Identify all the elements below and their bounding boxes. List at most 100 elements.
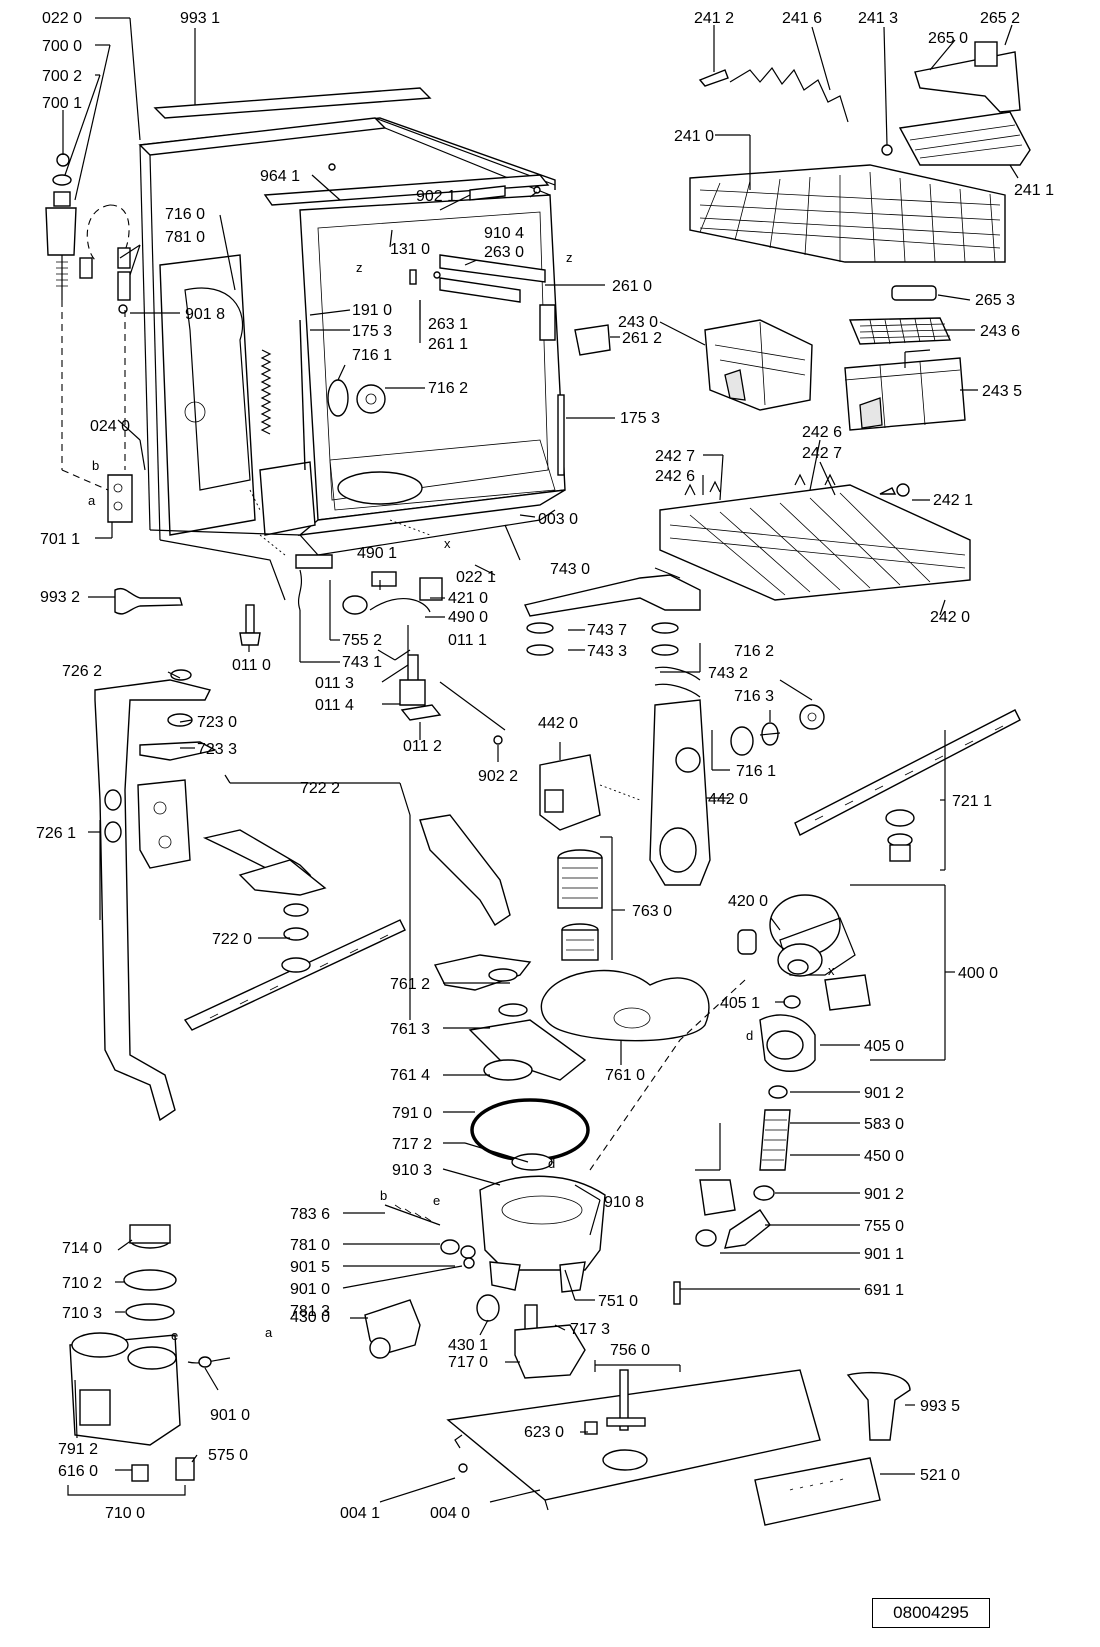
callout-726-1: 726 1 xyxy=(36,825,76,842)
callout-781-0b: 781 0 xyxy=(290,1237,330,1254)
leader-lines xyxy=(62,17,1019,1503)
frame-top-rail xyxy=(263,174,550,206)
pipe-upper xyxy=(419,814,511,926)
callout-442-0a: 442 0 xyxy=(538,715,578,732)
switch-490-1 xyxy=(371,571,397,587)
letter-b2: b xyxy=(380,1188,387,1203)
base-tray xyxy=(446,1369,821,1501)
callout-242-0: 242 0 xyxy=(930,609,970,626)
drawing-number-box: 08004295 xyxy=(872,1598,990,1628)
callout-421-0: 421 0 xyxy=(448,590,488,607)
callout-011-2: 011 2 xyxy=(403,738,442,755)
callout-616-0: 616 0 xyxy=(58,1463,98,1480)
sump-housing xyxy=(479,1175,606,1271)
callout-243-6: 243 6 xyxy=(980,323,1020,340)
screw-004-1 xyxy=(458,1463,468,1473)
callout-993-2: 993 2 xyxy=(40,589,80,606)
callout-175-3b: 175 3 xyxy=(620,410,660,427)
side-panel xyxy=(159,254,256,536)
callout-901-0a: 901 0 xyxy=(290,1281,330,1298)
callout-743-3: 743 3 xyxy=(587,643,627,660)
callout-430-1: 430 1 xyxy=(448,1337,488,1354)
callout-710-0: 710 0 xyxy=(105,1505,145,1522)
callout-583-0: 583 0 xyxy=(864,1116,904,1133)
callout-022-0: 022 0 xyxy=(42,10,82,27)
adjustable-foot xyxy=(239,632,261,646)
callout-755-0: 755 0 xyxy=(864,1218,904,1235)
callout-004-1: 004 1 xyxy=(340,1505,380,1522)
drawing-number: 08004295 xyxy=(893,1603,969,1622)
lower-spray-arm-722 xyxy=(183,829,406,1031)
middle-spray-arm-721-1 xyxy=(794,709,1021,862)
door-spring xyxy=(260,349,272,435)
callout-011-1: 011 1 xyxy=(448,632,487,649)
callout-263-1: 263 1 xyxy=(428,316,468,333)
connector-letters: a b a b e e d d x x z z xyxy=(88,250,835,1343)
service-wrench xyxy=(114,588,183,615)
callout-901-0b: 901 0 xyxy=(210,1407,250,1424)
assembly-guide-lines xyxy=(249,489,746,1171)
letter-b1: b xyxy=(92,458,99,473)
upper-spray-arm-743 xyxy=(524,574,825,886)
callout-781-0: 781 0 xyxy=(165,229,205,246)
upper-basket-group xyxy=(689,41,1031,431)
fine-filter xyxy=(561,929,599,961)
lower-basket xyxy=(659,484,971,601)
float-756-0 xyxy=(619,1369,629,1431)
callout-714-0: 714 0 xyxy=(62,1240,102,1257)
callout-261-0: 261 0 xyxy=(612,278,652,295)
callout-175-3a: 175 3 xyxy=(352,323,392,340)
callout-901-5: 901 5 xyxy=(290,1259,330,1276)
callout-756-0: 756 0 xyxy=(610,1342,650,1359)
callout-716-0: 716 0 xyxy=(165,206,205,223)
part-616-0 xyxy=(131,1464,149,1482)
callout-242-6b: 242 6 xyxy=(802,424,842,441)
callout-723-0: 723 0 xyxy=(197,714,237,731)
callout-450-0: 450 0 xyxy=(864,1148,904,1165)
callout-521-0: 521 0 xyxy=(920,1467,960,1484)
callout-761-4: 761 4 xyxy=(390,1067,430,1084)
side-rail-right xyxy=(557,394,565,476)
clamp-901-1 xyxy=(695,1229,717,1247)
callout-761-2: 761 2 xyxy=(390,976,430,993)
callout-241-1: 241 1 xyxy=(1014,182,1054,199)
door-latch xyxy=(107,474,133,523)
filter-and-sump-assembly xyxy=(364,814,710,1379)
sensor-575-0 xyxy=(175,1457,195,1481)
vent-icon xyxy=(184,401,206,423)
callout-743-7: 743 7 xyxy=(587,622,627,639)
pipe-761-3 xyxy=(468,1019,587,1081)
flat-filter xyxy=(540,969,710,1042)
letter-x1: x xyxy=(828,963,835,978)
softener-cap-714-0 xyxy=(129,1224,171,1244)
callout-723-3: 723 3 xyxy=(197,741,237,758)
callout-716-2a: 716 2 xyxy=(428,380,468,397)
elbow-755-0 xyxy=(724,1209,771,1249)
inner-tub xyxy=(299,194,566,521)
dishwasher-tub-frame xyxy=(138,87,611,601)
rail-265-0 xyxy=(914,51,1021,113)
letter-z2: z xyxy=(566,250,573,265)
clamp-901-2b xyxy=(753,1185,775,1201)
callout-242-7b: 242 7 xyxy=(802,445,842,462)
disc-717-2 xyxy=(511,1153,553,1171)
pipe-761-2 xyxy=(433,954,532,991)
hinge-bracket xyxy=(259,461,316,536)
callout-710-2: 710 2 xyxy=(62,1275,102,1292)
callout-726-2: 726 2 xyxy=(62,663,102,680)
callout-781-3: 781 3 xyxy=(290,1303,330,1320)
callout-743-1: 743 1 xyxy=(342,654,382,671)
letter-e2: e xyxy=(171,1328,178,1343)
callout-191-0: 191 0 xyxy=(352,302,392,319)
callout-716-1b: 716 1 xyxy=(736,763,776,780)
letter-z1: z xyxy=(356,260,363,275)
lower-spray-arm xyxy=(183,919,406,1031)
callout-710-3: 710 3 xyxy=(62,1305,102,1322)
callout-243-5: 243 5 xyxy=(982,383,1022,400)
callout-004-0: 004 0 xyxy=(430,1505,470,1522)
callout-003-0: 003 0 xyxy=(538,511,578,528)
coarse-filter xyxy=(557,857,603,909)
callout-261-2: 261 2 xyxy=(622,330,662,347)
vertical-pipe xyxy=(94,679,212,1122)
